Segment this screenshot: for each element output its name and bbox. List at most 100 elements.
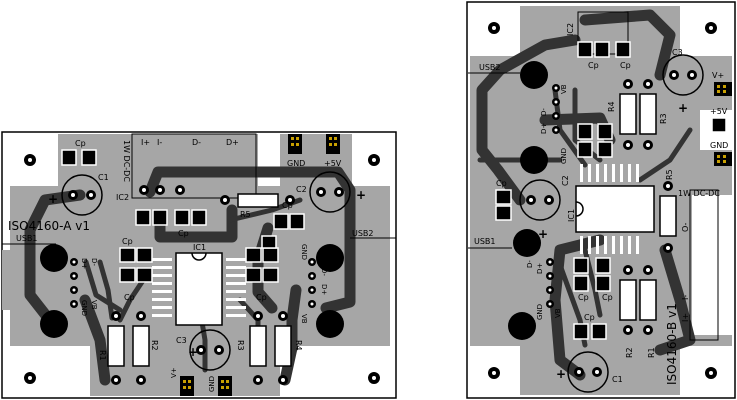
board-b-ic1: IC1 bbox=[567, 209, 576, 222]
board-a-cp-e: Cp bbox=[256, 293, 267, 302]
board-a-gnd-l: GND bbox=[80, 300, 88, 316]
board-a-gnd-bot: GND bbox=[208, 376, 216, 392]
board-a-r3: R3 bbox=[236, 340, 245, 351]
board-b-cp-b3: Cp bbox=[584, 313, 595, 322]
board-a-dminus-l: D- bbox=[90, 258, 98, 266]
board-b-gnd: GND bbox=[710, 141, 728, 150]
board-b-c2: C2 bbox=[561, 175, 570, 186]
board-a-gnd-r: GND bbox=[300, 244, 308, 260]
board-a-dcdc: 1W DC-DC bbox=[122, 140, 131, 182]
board-b-d-minus: D- bbox=[540, 108, 548, 116]
board-b-dcdc-outline bbox=[689, 189, 719, 341]
board-a-dminus-r: D- bbox=[320, 268, 328, 276]
board-a-usb2: USB2 bbox=[352, 229, 374, 238]
board-b-mounting-holes bbox=[488, 22, 717, 379]
board-a-r4: R4 bbox=[294, 340, 303, 351]
board-b-usb1: USB1 bbox=[474, 237, 496, 246]
board-b: ISO4160-B v1 IC2 Cp Cp C3 V+ +5V GND USB… bbox=[466, 1, 736, 399]
board-b-title: ISO4160-B v1 bbox=[665, 303, 679, 385]
board-b-cp-b2: Cp bbox=[602, 293, 613, 302]
board-b-r2: R2 bbox=[625, 347, 634, 358]
board-b-electrolytic-caps bbox=[519, 54, 704, 393]
board-a-d-plus-top: D+ bbox=[226, 138, 239, 147]
board-a-i-plus: I+ bbox=[141, 138, 150, 147]
board-b-cp-t1: Cp bbox=[588, 61, 599, 70]
board-b-plus-c2: + bbox=[538, 227, 548, 241]
board-a-cp-b: Cp bbox=[124, 293, 135, 302]
board-a-resistors bbox=[107, 193, 292, 367]
board-b-d-minus-b: D- bbox=[526, 260, 534, 268]
board-a-smd-pads bbox=[61, 149, 305, 283]
board-a-vb-r: VB bbox=[300, 314, 308, 324]
board-b-i-plus: I+ bbox=[681, 313, 690, 322]
board-b-traces bbox=[476, 9, 696, 381]
board-b-5v: +5V bbox=[710, 107, 728, 116]
board-b-vb-b: VB bbox=[554, 308, 562, 318]
board-a-vplus-bot: V+ bbox=[170, 367, 178, 378]
board-b-vplus: V+ bbox=[712, 71, 724, 80]
board-a-mounting-holes bbox=[24, 154, 380, 384]
board-b-d-plus-b: D+ bbox=[536, 263, 544, 274]
board-a-ic1 bbox=[152, 252, 246, 326]
board-b-gnd-l: GND bbox=[560, 148, 568, 164]
board-b-cp-l: Cp bbox=[496, 179, 507, 188]
board-a-5v-hdr: +5V bbox=[324, 159, 342, 168]
board-b-r5: R5 bbox=[665, 169, 674, 180]
board-a-cp-f: Cp bbox=[282, 201, 293, 210]
board-a-i-minus: I- bbox=[157, 138, 162, 147]
board-a-c2: C2 bbox=[296, 185, 307, 194]
board-a-th-pads bbox=[70, 185, 316, 385]
board-b-c1: C1 bbox=[612, 375, 623, 384]
board-b-pin-headers bbox=[714, 82, 732, 166]
board-a-cp-a: Cp bbox=[122, 237, 133, 246]
board-a-dplus-r: D+ bbox=[320, 284, 328, 295]
board-a-c3: C3 bbox=[176, 336, 187, 345]
board-b-o-minus: O- bbox=[681, 222, 690, 232]
board-a-vb-l: VB bbox=[90, 300, 98, 310]
board-a-pin-headers bbox=[180, 134, 340, 396]
board-b-cp-b1: Cp bbox=[578, 293, 589, 302]
board-b-th-pads bbox=[546, 79, 673, 335]
board-a-r1: R1 bbox=[98, 350, 107, 361]
board-b-r3: R3 bbox=[659, 113, 668, 124]
board-b-gnd-b: GND bbox=[536, 304, 544, 320]
board-a-cp-d: Cp bbox=[263, 237, 274, 246]
board-a-usb-pads bbox=[2, 237, 396, 338]
board-a-title: ISO4160-A v1 bbox=[8, 219, 90, 233]
board-b-usb2: USB2 bbox=[479, 63, 501, 72]
board-a-c1: C1 bbox=[98, 173, 109, 182]
board-a-cp-c: Cp bbox=[178, 229, 189, 238]
board-b-dcdc: 1W DC-DC bbox=[678, 189, 720, 198]
board-b-silkscreen: ISO4160-B v1 IC2 Cp Cp C3 V+ +5V GND USB… bbox=[474, 23, 728, 385]
board-a-ic1: IC1 bbox=[193, 243, 206, 252]
board-a-plus-c3: + bbox=[188, 345, 198, 359]
board-b-ic2: IC2 bbox=[566, 23, 575, 36]
board-b-resistors bbox=[619, 93, 677, 321]
board-b-smd-pads bbox=[495, 41, 727, 340]
board-b-c3: C3 bbox=[672, 48, 683, 57]
board-a-r5: R5 bbox=[240, 210, 251, 219]
board-a-dplus-l: D+ bbox=[80, 258, 88, 269]
board-a-gnd-hdr: GND bbox=[287, 159, 305, 168]
board-b-r4: R4 bbox=[607, 101, 616, 112]
board-b-i-minus: I- bbox=[681, 295, 690, 300]
board-a: ISO4160-A v1 Cp C1 C2 C3 IC1 IC2 R5 R1 R… bbox=[1, 131, 397, 399]
board-a-plus-c2: + bbox=[356, 188, 366, 202]
board-a-silkscreen: ISO4160-A v1 Cp C1 C2 C3 IC1 IC2 R5 R1 R… bbox=[8, 138, 374, 392]
board-b-vb: VB bbox=[560, 84, 568, 94]
board-b-usb-pads bbox=[468, 61, 548, 340]
board-a-usb1: USB1 bbox=[16, 234, 38, 243]
board-b-plus-c3: + bbox=[678, 101, 688, 115]
board-b-d-plus: D+ bbox=[540, 123, 548, 134]
board-a-ic2: IC2 bbox=[116, 193, 129, 202]
board-a-r2: R2 bbox=[150, 340, 159, 351]
board-b-cp-t2: Cp bbox=[620, 61, 631, 70]
board-a-d-minus-top: D- bbox=[192, 138, 201, 147]
board-b-ic1 bbox=[575, 164, 655, 254]
board-a-electrolytic-caps bbox=[61, 171, 351, 371]
board-a-plus-c1: + bbox=[48, 192, 58, 206]
board-a-ic2-outline bbox=[131, 133, 257, 199]
board-a-cp-top: Cp bbox=[75, 139, 86, 148]
